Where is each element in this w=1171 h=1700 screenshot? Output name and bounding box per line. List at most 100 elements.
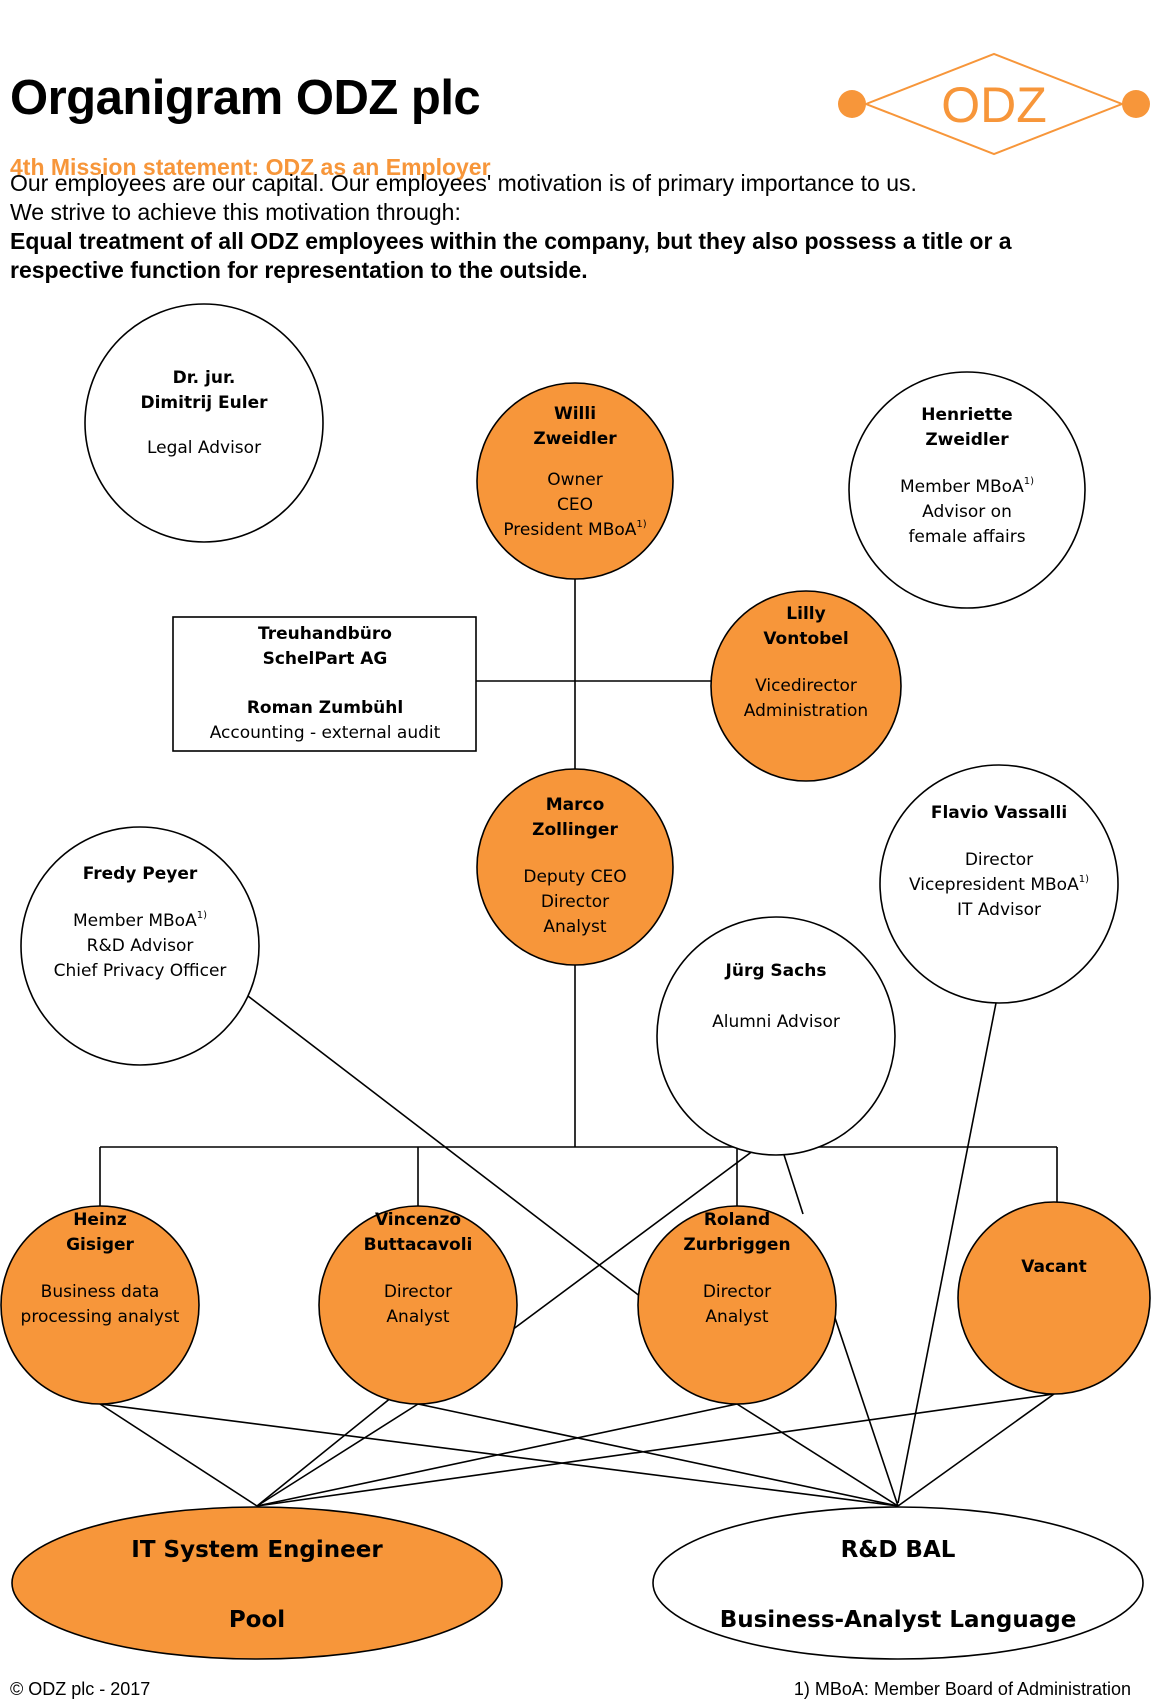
node-role: CEO xyxy=(557,495,593,515)
box-line: Roman Zumbühl xyxy=(247,698,403,718)
connector-line xyxy=(243,992,642,1298)
pool-title: IT System Engineer xyxy=(131,1537,383,1563)
node-circle xyxy=(84,303,324,543)
intro-bold-line-2: respective function for representation t… xyxy=(10,257,588,283)
node-circle xyxy=(0,1205,200,1405)
node-vacant: Vacant xyxy=(957,1201,1151,1395)
intro-line-1: Our employees are our capital. Our emplo… xyxy=(10,170,917,196)
pool-rd: R&D BAL Business-Analyst Language xyxy=(652,1506,1144,1660)
node-name: Buttacavoli xyxy=(364,1235,473,1255)
connector-line xyxy=(897,1393,1055,1507)
box-line: Accounting - external audit xyxy=(210,723,441,743)
node-name: Vincenzo xyxy=(375,1210,461,1230)
node-name: Gisiger xyxy=(66,1235,134,1255)
node-role: Advisor on xyxy=(922,502,1012,522)
node-role: Alumni Advisor xyxy=(712,1012,840,1032)
node-role: Chief Privacy Officer xyxy=(54,961,227,981)
node-role: Analyst xyxy=(543,917,606,937)
node-role: IT Advisor xyxy=(957,900,1041,920)
odz-logo: ODZ xyxy=(838,52,1150,156)
node-circle xyxy=(848,371,1086,609)
connector-line xyxy=(736,1403,899,1507)
node-circle xyxy=(710,590,902,782)
node-circle xyxy=(637,1205,837,1405)
node-role: Director xyxy=(703,1282,771,1302)
node-name: Fredy Peyer xyxy=(83,864,198,884)
footer-copyright: © ODZ plc - 2017 xyxy=(10,1679,151,1699)
connector-line xyxy=(99,1403,258,1507)
node-name: Zurbriggen xyxy=(683,1235,790,1255)
connector-line xyxy=(507,1132,778,1334)
box-line: SchelPart AG xyxy=(263,649,388,669)
pool-title: R&D BAL xyxy=(841,1537,956,1563)
logo-dot-left xyxy=(838,90,866,118)
node-role: processing analyst xyxy=(21,1307,180,1327)
logo-dot-right xyxy=(1122,90,1150,118)
box-line: Treuhandbüro xyxy=(258,624,392,644)
node-role: Business data xyxy=(41,1282,160,1302)
node-name: Vacant xyxy=(1021,1257,1086,1277)
box-frame xyxy=(172,616,477,752)
node-name: Heinz xyxy=(73,1210,127,1230)
node-name: Dimitrij Euler xyxy=(140,393,268,413)
node-name: Zweidler xyxy=(533,429,617,449)
node-name: Roland xyxy=(704,1210,770,1230)
node-circle xyxy=(957,1201,1151,1395)
pool-ellipse xyxy=(11,1506,503,1660)
node-name: Flavio Vassalli xyxy=(931,803,1067,823)
connector-line xyxy=(417,1403,899,1507)
node-role: Administration xyxy=(744,701,868,721)
mission-heading: 4th Mission statement: ODZ as an Employe… xyxy=(10,154,491,180)
node-name: Willi xyxy=(554,404,596,424)
node-circle xyxy=(879,764,1119,1004)
node-role: Director xyxy=(384,1282,452,1302)
node-name: Lilly xyxy=(786,604,825,624)
node-circle xyxy=(318,1205,518,1405)
connector-line xyxy=(99,1403,899,1507)
node-role: female affairs xyxy=(908,527,1025,547)
connector-lines xyxy=(99,579,1058,1507)
node-role: Legal Advisor xyxy=(147,438,261,458)
node-circle xyxy=(656,916,896,1156)
footer-footnote: 1) MBoA: Member Board of Administration xyxy=(793,1679,1131,1699)
node-circle xyxy=(20,826,260,1066)
node-name: Zweidler xyxy=(925,430,1009,450)
pool-subtitle: Pool xyxy=(229,1607,285,1633)
connector-line xyxy=(256,1393,1055,1507)
logo-text: ODZ xyxy=(941,77,1047,133)
node-name: Jürg Sachs xyxy=(725,961,827,981)
node-circle xyxy=(476,768,674,966)
node-role: Member MBoA1) xyxy=(73,910,207,931)
node-role: Director xyxy=(541,892,609,912)
node-role: Vicepresident MBoA1) xyxy=(909,874,1089,895)
node-name: Vontobel xyxy=(763,629,848,649)
intro-line-2: We strive to achieve this motivation thr… xyxy=(10,199,461,225)
node-role: President MBoA1) xyxy=(503,519,646,540)
node-role: Owner xyxy=(547,470,603,490)
pool-subtitle: Business-Analyst Language xyxy=(720,1607,1077,1633)
node-role: R&D Advisor xyxy=(87,936,194,956)
node-role: Analyst xyxy=(705,1307,768,1327)
page-title: Organigram ODZ plc xyxy=(10,71,481,125)
node-name: Marco xyxy=(546,795,605,815)
node-name: Dr. jur. xyxy=(173,368,236,388)
node-name: Henriette xyxy=(921,405,1012,425)
pool-ellipse xyxy=(652,1506,1144,1660)
connector-line xyxy=(897,1002,997,1504)
node-role: Member MBoA1) xyxy=(900,476,1034,497)
node-role: Analyst xyxy=(386,1307,449,1327)
